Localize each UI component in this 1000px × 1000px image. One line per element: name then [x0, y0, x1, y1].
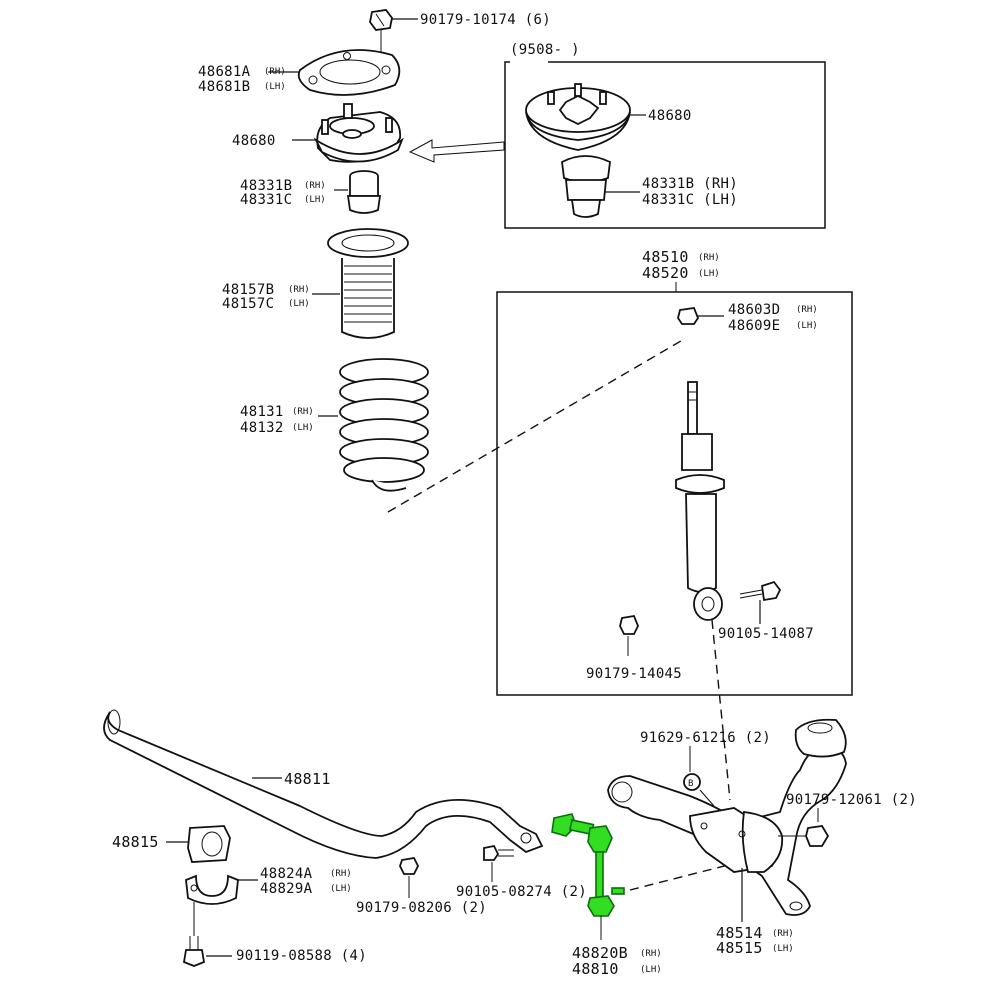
label-support-inset: 48680	[648, 108, 692, 124]
svg-text:B: B	[688, 779, 693, 789]
svg-text:(LH): (LH)	[304, 195, 326, 205]
bushing-bracket-part[interactable]	[185, 874, 239, 905]
bracket-bolt-part[interactable]	[182, 936, 206, 967]
lower-arm-part[interactable]	[607, 718, 847, 916]
support-seal-part[interactable]	[297, 49, 401, 96]
svg-text:(LH): (LH)	[330, 884, 352, 894]
label-seal-lh: 48681B	[198, 79, 250, 95]
svg-text:(LH): (LH)	[698, 269, 720, 279]
label-bumper-rh: 48331B	[240, 178, 292, 194]
dust-boot-part[interactable]	[327, 228, 409, 339]
label-spring-rh: 48131	[240, 404, 284, 420]
svg-text:(RH): (RH)	[288, 285, 310, 295]
inset-arrow-icon	[408, 139, 505, 163]
label-boot-rh: 48157B	[222, 282, 274, 298]
svg-text:(RH): (RH)	[304, 181, 326, 191]
label-nut-top: 90179-10174 (6)	[420, 12, 551, 28]
label-bolt-lower: 90105-14087	[718, 626, 814, 642]
bar-nut-part[interactable]	[399, 857, 420, 875]
label-link-lh: 48810	[572, 960, 619, 978]
lower-nut-part[interactable]	[619, 614, 639, 635]
svg-text:(RH): (RH)	[796, 305, 818, 315]
inset-frame-absorber	[496, 291, 853, 696]
label-nut-bar: 90179-08206 (2)	[356, 900, 487, 916]
label-bushing: 48815	[112, 833, 159, 851]
spring-bumper-part[interactable]	[346, 170, 382, 214]
label-nut-lower: 90179-14045	[586, 666, 682, 682]
svg-text:(LH): (LH)	[264, 82, 286, 92]
label-link-rh: 48820B	[572, 944, 628, 962]
svg-text:(LH): (LH)	[640, 965, 662, 975]
svg-text:(LH): (LH)	[288, 299, 310, 309]
label-support-main: 48680	[232, 133, 276, 149]
svg-text:(RH): (RH)	[772, 929, 794, 939]
svg-text:(LH): (LH)	[292, 423, 314, 433]
label-cushion-rh: 48603D	[728, 302, 780, 318]
stabilizer-link-part[interactable]	[551, 813, 625, 917]
absorber-cushion-part[interactable]	[677, 307, 700, 325]
lower-bolt-part[interactable]	[739, 580, 782, 602]
label-bumper-inset-rh: 48331B (RH)	[642, 176, 738, 192]
label-boot-lh: 48157C	[222, 296, 274, 312]
label-absorber-rh: 48510	[642, 248, 689, 266]
label-nut-arm: 90179-12061 (2)	[786, 792, 917, 808]
coil-spring-part[interactable]	[339, 358, 429, 492]
label-arm-lh: 48515	[716, 939, 763, 957]
label-absorber-lh: 48520	[642, 264, 689, 282]
arm-bolt-marker-icon: B	[683, 773, 701, 791]
bar-bolt-part[interactable]	[483, 844, 514, 861]
svg-text:(RH): (RH)	[330, 869, 352, 879]
label-cushion-lh: 48609E	[728, 318, 780, 334]
svg-text:(RH): (RH)	[264, 67, 286, 77]
shock-absorber-part[interactable]	[675, 381, 725, 621]
label-bolt-bar: 90105-08274 (2)	[456, 884, 587, 900]
inset-header-label: (9508- )	[510, 42, 580, 58]
stabilizer-bushing-part[interactable]	[187, 825, 231, 863]
svg-text:(LH): (LH)	[772, 944, 794, 954]
arm-nut-part[interactable]	[805, 825, 830, 847]
svg-text:(RH): (RH)	[292, 407, 314, 417]
suspension-support-part[interactable]	[313, 103, 404, 163]
label-bolt-arm: 91629-61216 (2)	[640, 730, 771, 746]
label-arm-rh: 48514	[716, 924, 763, 942]
svg-text:(RH): (RH)	[640, 949, 662, 959]
label-bolt-bracket: 90119-08588 (4)	[236, 948, 367, 964]
label-bumper-inset-lh: 48331C (LH)	[642, 192, 738, 208]
stabilizer-bar-part[interactable]	[103, 709, 544, 859]
label-seal-rh: 48681A	[198, 64, 251, 80]
inset-frame-upper: (9508- )	[504, 42, 826, 229]
label-bracket-rh: 48824A	[260, 866, 313, 882]
inset-support-part[interactable]	[525, 83, 631, 151]
label-bracket-lh: 48829A	[260, 881, 313, 897]
inset-bumper-part[interactable]	[561, 155, 611, 218]
svg-text:(RH): (RH)	[698, 253, 720, 263]
label-stabilizer-bar: 48811	[284, 770, 331, 788]
label-spring-lh: 48132	[240, 420, 284, 436]
top-nut-part[interactable]	[369, 9, 393, 31]
label-bumper-lh: 48331C	[240, 192, 292, 208]
svg-text:(LH): (LH)	[796, 321, 818, 331]
